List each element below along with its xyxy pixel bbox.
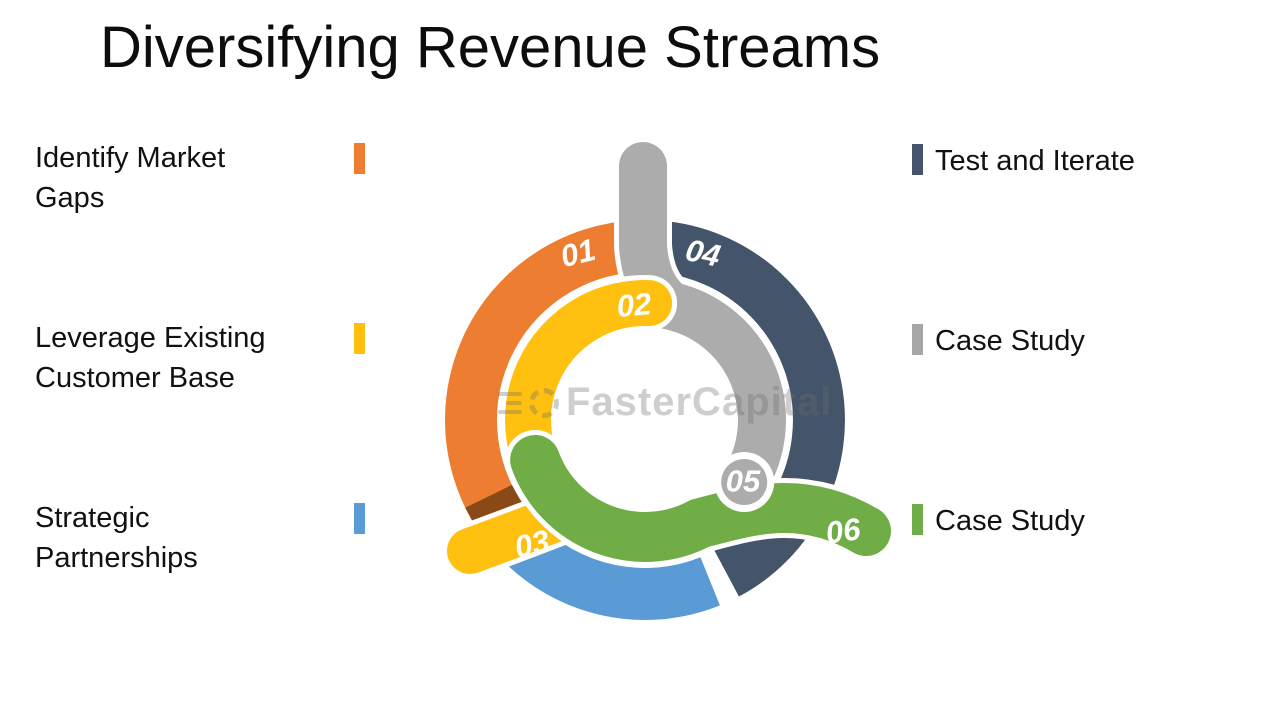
label-case-study-1: Case Study (935, 325, 1085, 357)
cycle-diagram: 01 02 03 04 05 06 (442, 137, 896, 620)
step-number-05: 05 (726, 464, 761, 499)
label-leverage-existing-customer-base: Leverage Existing Customer Base (35, 322, 266, 394)
badge-05 (721, 459, 768, 505)
marker-identify-market-gaps (354, 143, 365, 174)
label-test-and-iterate: Test and Iterate (935, 145, 1135, 177)
marker-case-study-1 (912, 324, 923, 355)
step-number-06: 06 (823, 511, 863, 551)
segment-03-arc (501, 522, 720, 620)
marker-test-and-iterate (912, 144, 923, 175)
segment-01-arc (445, 220, 641, 549)
step-number-01: 01 (557, 232, 599, 274)
step-number-04: 04 (682, 232, 723, 273)
label-identify-market-gaps: Identify Market Gaps (35, 142, 226, 214)
segment-06-band (510, 435, 891, 562)
label-strategic-partnerships: Strategic Partnerships (35, 502, 198, 574)
marker-case-study-2 (912, 504, 923, 535)
step-number-03: 03 (511, 523, 552, 565)
marker-strategic-partnerships (354, 503, 365, 534)
page-title: Diversifying Revenue Streams (100, 15, 881, 80)
step-number-02: 02 (615, 286, 652, 324)
marker-leverage-existing-customer-base (354, 323, 365, 354)
label-case-study-2: Case Study (935, 505, 1085, 537)
